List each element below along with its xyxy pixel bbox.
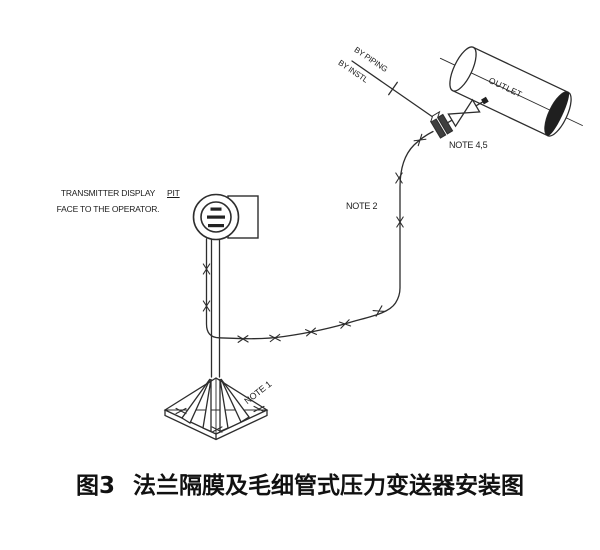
anchor-bolt-marks — [175, 405, 265, 433]
instrument-stand — [163, 238, 269, 441]
valve-icon — [447, 112, 466, 128]
base-plate-edge — [164, 409, 268, 441]
note-line-1: TRANSMITTER DISPLAY — [60, 188, 156, 198]
process-connection — [430, 96, 489, 139]
pipe-bottom-edge — [452, 90, 549, 137]
pressure-transmitter — [192, 193, 259, 241]
pipe-top-edge — [472, 46, 569, 93]
scope-break-line — [351, 60, 435, 119]
label-note-2: NOTE 2 — [346, 201, 378, 211]
pipe-left-cap — [449, 46, 477, 92]
anchor-bolt-mark — [253, 405, 265, 413]
flange-plate-1 — [430, 117, 447, 139]
capillary-tick — [269, 333, 281, 343]
capillary-tick — [396, 216, 404, 228]
capillary-tick — [202, 263, 211, 275]
connection-dot — [481, 96, 489, 105]
capillary-tick — [202, 300, 211, 312]
gusset — [219, 378, 229, 433]
nozzle-stub — [475, 100, 485, 107]
gusset — [220, 378, 250, 423]
note-line-2: FACE TO THE OPERATOR. — [56, 203, 160, 214]
flange-valve-link — [447, 119, 453, 124]
anchor-bolt-mark — [211, 426, 223, 433]
anchor-bolt-mark — [175, 407, 187, 415]
capillary-tick — [237, 335, 249, 343]
capillary-tick — [305, 327, 317, 337]
capillary-tick — [413, 133, 427, 147]
capillary-tick — [372, 305, 386, 317]
capillary-ticks — [202, 133, 427, 343]
pipe-end-crescent — [544, 91, 570, 136]
instrument-tag: PIT — [167, 188, 180, 198]
capillary-tick — [338, 319, 352, 329]
figure-number: 图3 — [75, 473, 115, 499]
gusset — [202, 378, 212, 433]
transmitter-orientation-note: TRANSMITTER DISPLAY FACE TO THE OPERATOR… — [52, 189, 164, 220]
display-bars-icon — [207, 207, 225, 228]
figure-title: 法兰隔膜及毛细管式压力变送器安装图 — [133, 473, 524, 499]
flange-top-face — [430, 110, 441, 123]
label-note-4-5: NOTE 4,5 — [449, 140, 488, 150]
figure-caption: 图3 法兰隔膜及毛细管式压力变送器安装图 — [0, 466, 600, 500]
scope-break-tick — [388, 81, 398, 96]
gusset — [181, 378, 211, 424]
capillary-tick — [395, 172, 403, 184]
outlet-pipe — [439, 46, 583, 137]
capillary-tube — [205, 130, 434, 340]
